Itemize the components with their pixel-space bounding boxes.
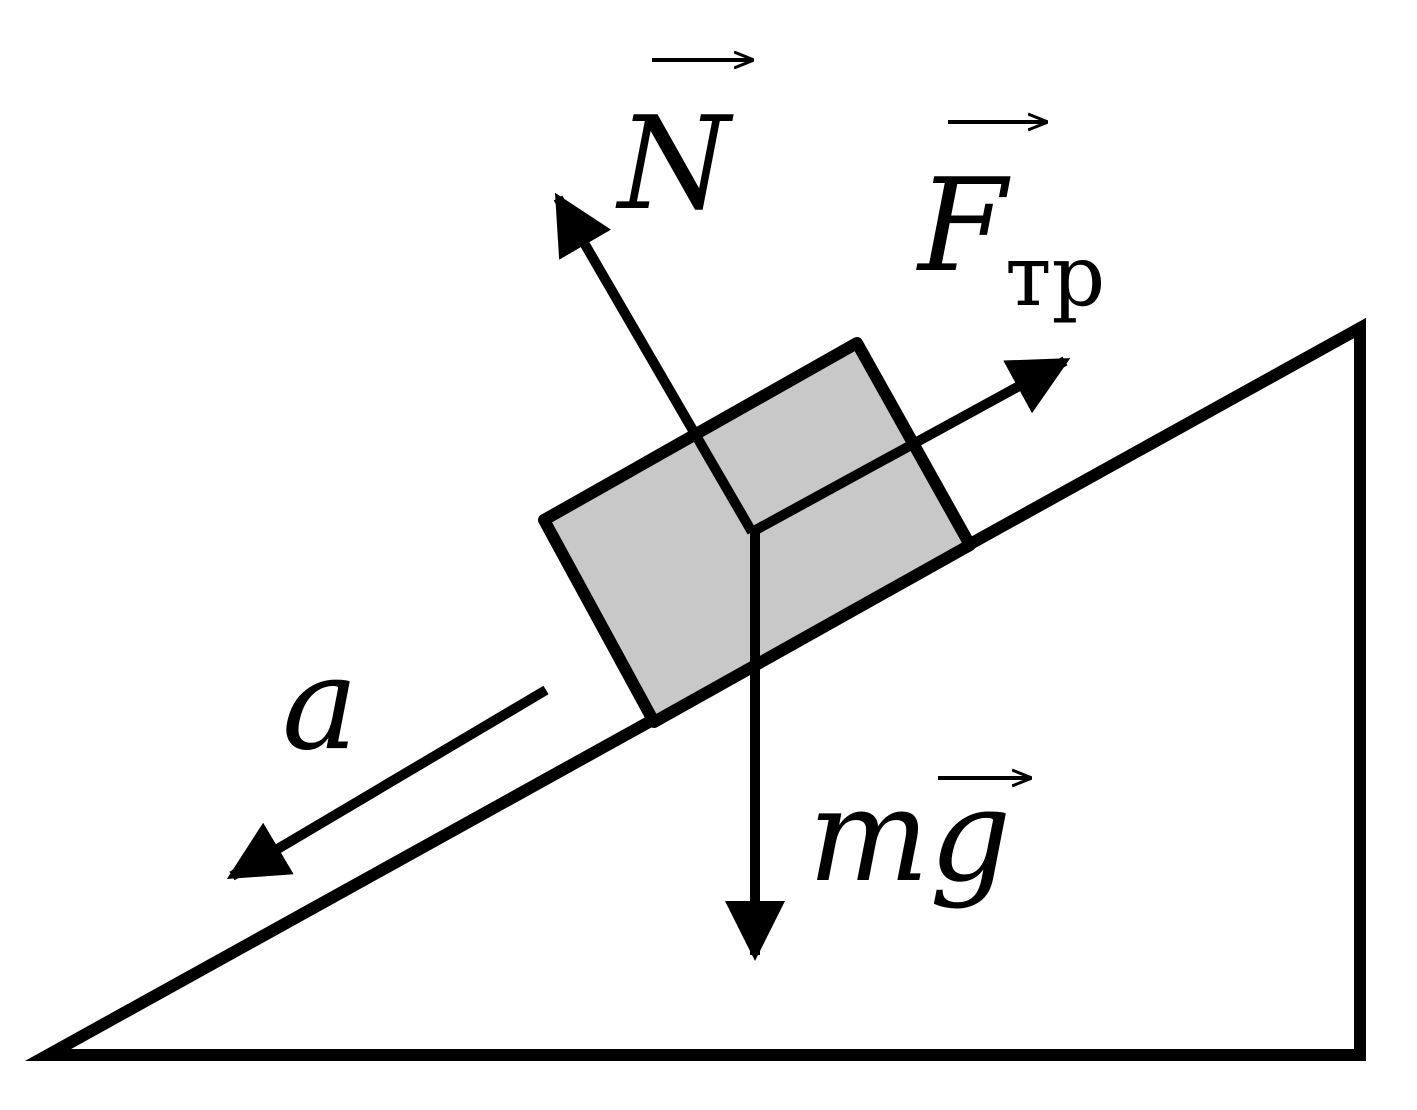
normal-force-arrow [553, 192, 757, 535]
friction-force-label: F [916, 152, 1011, 301]
friction-subscript-label: тр [1005, 227, 1105, 325]
acceleration-arrow [226, 685, 549, 881]
friction-force-arrow [749, 356, 1071, 537]
acceleration-label: a [282, 630, 358, 779]
normal-force-label: N [615, 90, 734, 239]
gravity-force-label: mg [808, 762, 1011, 911]
